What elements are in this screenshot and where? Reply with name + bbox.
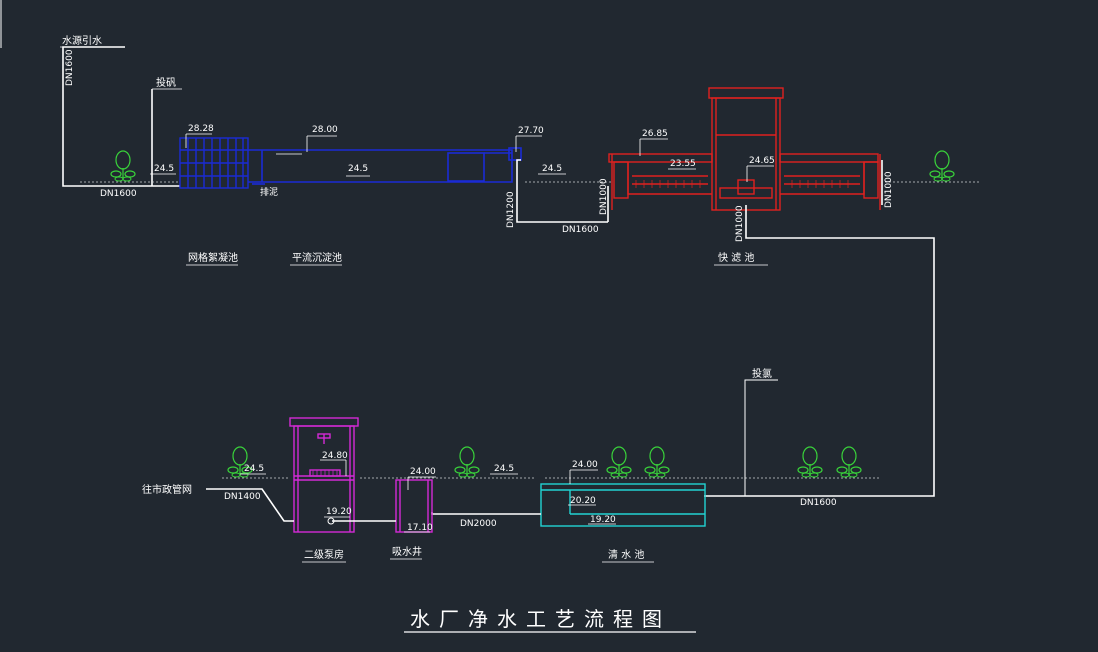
pipe-label-dn1000-left: DN1000: [599, 178, 609, 215]
elevation-24-5-intake: 24.5: [154, 164, 174, 174]
tree-icon: [929, 150, 955, 182]
elevation-24-5-mid: 24.5: [542, 164, 562, 174]
elevation-24-5-sed: 24.5: [348, 164, 368, 174]
flocculation-label: 网格絮凝池: [188, 251, 238, 264]
tree-icon: [797, 446, 823, 478]
suction-well-label: 吸水井: [392, 545, 422, 558]
elevation-24-5-pump: 24.5: [244, 464, 264, 474]
clear-water-tank: [540, 483, 706, 527]
elevation-24-65: 24.65: [749, 156, 775, 166]
pipe-label-dn1600-return: DN1600: [800, 498, 837, 508]
sedimentation-tank: [248, 147, 522, 185]
chlorine-dosing-line: [744, 379, 778, 496]
elevation-20-20: 20.20: [570, 496, 596, 506]
elevation-19-20-pump: 19.20: [326, 507, 352, 517]
elevation-24-80: 24.80: [322, 451, 348, 461]
pipe-label-dn1000-mid: DN1000: [735, 205, 745, 242]
to-network-label: 往市政管网: [142, 483, 192, 496]
diagram-title: 水厂净水工艺流程图: [410, 607, 671, 631]
alum-dosing-label: 投矾: [156, 76, 176, 89]
clear-water-label: 清 水 池: [608, 548, 644, 561]
tree-icon: [836, 446, 862, 478]
sedimentation-label: 平流沉淀池: [292, 251, 342, 264]
tree-icon: [110, 150, 136, 182]
pipe-label-dn1000-right: DN1000: [884, 171, 894, 208]
flocculation-tank: [179, 137, 249, 189]
pipe-sed-to-filter: [516, 159, 609, 223]
elevation-24-00-well: 24.00: [410, 467, 436, 477]
rapid-filter: [608, 87, 881, 211]
source-label: 水源引水: [62, 34, 102, 47]
elevation-19-20-clear: 19.20: [590, 515, 616, 525]
tree-icon: [606, 446, 632, 478]
filter-label: 快 滤 池: [718, 251, 754, 264]
pipe-label-dn1400: DN1400: [224, 492, 261, 502]
pipe-label-dn1200: DN1200: [506, 191, 516, 228]
pipe-label-dn1600-intake: DN1600: [100, 189, 137, 199]
elevation-28-00: 28.00: [312, 125, 338, 135]
elevation-17-10: 17.10: [407, 523, 433, 533]
elevation-26-85: 26.85: [642, 129, 668, 139]
elevation-23-55: 23.55: [670, 159, 696, 169]
elevation-28-28: 28.28: [188, 124, 214, 134]
pipe-label-dn1600-mid: DN1600: [562, 225, 599, 235]
pipe-label-dn1600-vertical: DN1600: [65, 49, 75, 86]
elevation-27-70: 27.70: [518, 126, 544, 136]
tree-icon: [454, 446, 480, 478]
pump-house: [289, 417, 359, 533]
elevation-24-00-clear: 24.00: [572, 460, 598, 470]
pipe-clear-to-well: [431, 512, 541, 515]
sludge-label: 排泥: [260, 186, 278, 198]
chlorine-label: 投氯: [752, 367, 772, 380]
tree-icon: [644, 446, 670, 478]
pipe-to-network: [206, 488, 396, 522]
filter-outlet-pipe: [704, 160, 935, 497]
pump-house-label: 二级泵房: [304, 548, 344, 561]
pipe-label-dn2000: DN2000: [460, 519, 497, 529]
elevation-24-5-clear: 24.5: [494, 464, 514, 474]
